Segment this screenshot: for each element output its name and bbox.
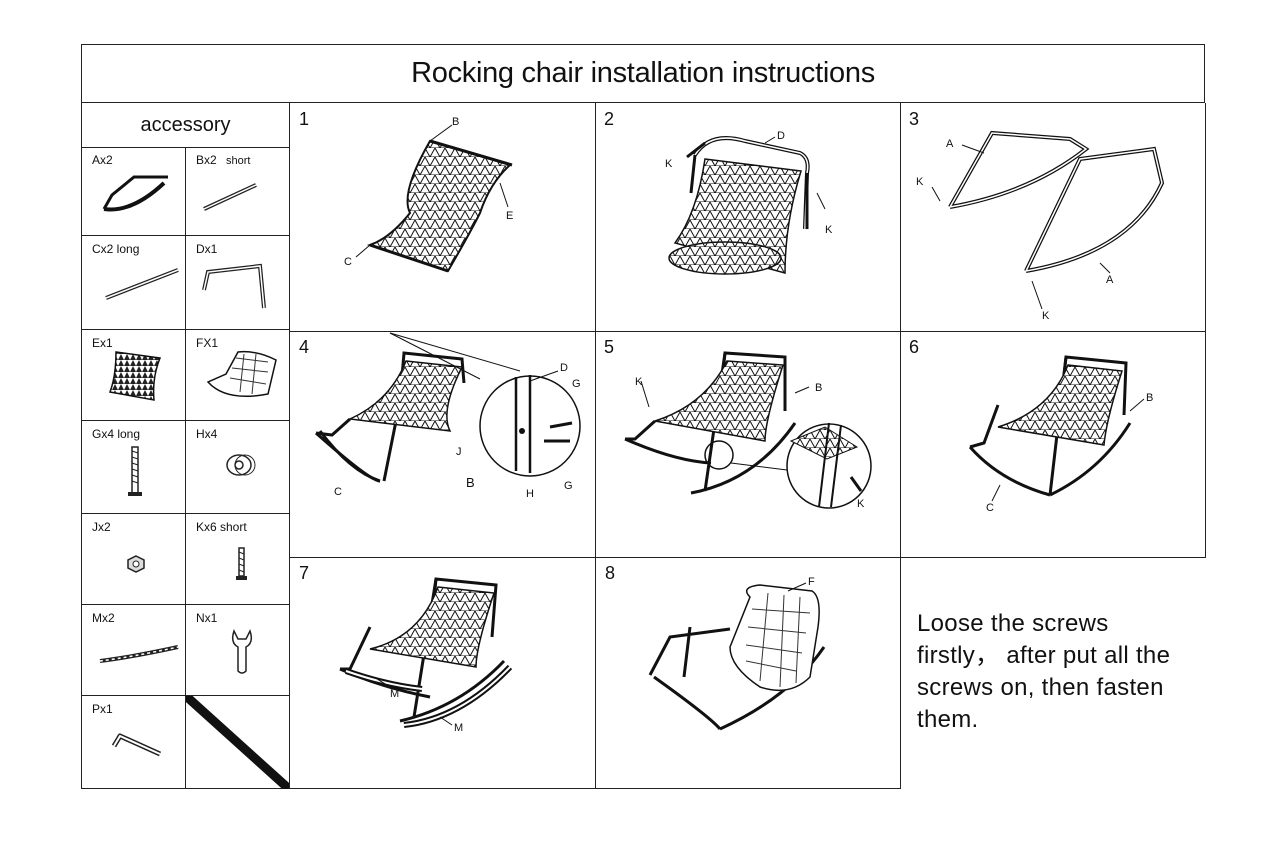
- step-4-number: 4: [299, 337, 310, 357]
- part-g-cell: Gx4 long: [82, 421, 186, 514]
- step-6-illustration: B C: [968, 355, 1153, 514]
- step-4-label-g-top: G: [572, 378, 581, 390]
- short-rod-icon: [203, 183, 257, 211]
- step-6-panel: 6 B C: [900, 331, 1206, 558]
- manual-title-box: Rocking chair installation instructions: [81, 44, 1205, 103]
- wrench-icon: [231, 629, 253, 674]
- part-j-label: Jx2: [92, 520, 111, 534]
- step-3-panel: 3 A K A K: [900, 103, 1206, 332]
- step-4-label-c: C: [334, 486, 342, 498]
- step-1-panel: 1 B E C: [290, 103, 596, 332]
- step-5-panel: 5 K B K: [595, 331, 901, 558]
- step-7-number: 7: [299, 563, 310, 583]
- long-bolt-icon: [128, 446, 142, 496]
- step-6-number: 6: [909, 337, 920, 357]
- step-4-label-b: B: [466, 475, 475, 490]
- step-3-label-a-top: A: [946, 138, 954, 150]
- accessory-heading: accessory: [82, 103, 289, 148]
- part-c-label: Cx2 long: [92, 242, 140, 256]
- step-2-number: 2: [604, 109, 615, 129]
- part-c-cell: Cx2 long: [82, 236, 186, 330]
- step-4-label-d: D: [560, 362, 568, 374]
- diagonal-strike-mark: [186, 696, 289, 789]
- step-2-illustration: D K K: [665, 130, 833, 275]
- manual-title: Rocking chair installation instructions: [411, 57, 875, 89]
- step-2-label-k-left: K: [665, 158, 673, 170]
- step-1-number: 1: [299, 109, 310, 129]
- short-screw-icon: [236, 547, 247, 580]
- step-2-label-d: D: [777, 130, 785, 142]
- step-4-label-h: H: [526, 488, 534, 500]
- part-e-label: Ex1: [92, 336, 113, 350]
- step-5-label-k-left: K: [635, 376, 643, 388]
- washer-icon: [226, 454, 256, 476]
- note-line-4: them.: [917, 706, 979, 733]
- part-b-label: Bx2: [196, 153, 217, 167]
- part-e-cell: Ex1: [82, 330, 186, 421]
- part-a-cell: Ax2: [82, 147, 186, 236]
- step-2-label-k-right: K: [825, 224, 833, 236]
- step-1-label-c: C: [344, 256, 352, 268]
- step-4-label-j: J: [456, 446, 462, 458]
- step-4-label-g-bottom: G: [564, 480, 573, 492]
- part-k-cell: Kx6 short: [186, 514, 289, 605]
- part-h-label: Hx4: [196, 427, 218, 441]
- part-b-cell: Bx2 short: [186, 147, 289, 236]
- part-f-label: FX1: [196, 336, 219, 350]
- accessory-panel: accessory Ax2 Bx2 short Cx2 long Dx1 Ex1: [81, 103, 290, 789]
- part-g-label: Gx4 long: [92, 427, 141, 441]
- note-line-1: Loose the screws: [917, 610, 1109, 637]
- top-bar-icon: [202, 263, 266, 309]
- step-7-label-m-right: M: [454, 722, 463, 734]
- part-k-label: Kx6 short: [196, 520, 247, 534]
- part-d-label: Dx1: [196, 242, 218, 256]
- part-m-label: Mx2: [92, 611, 115, 625]
- part-h-cell: Hx4: [186, 421, 289, 514]
- step-5-label-b: B: [815, 382, 822, 394]
- step-6-label-b: B: [1146, 392, 1153, 404]
- part-d-cell: Dx1: [186, 236, 289, 330]
- part-p-label: Px1: [92, 702, 113, 716]
- step-4-illustration: D G J B H G C: [315, 332, 581, 500]
- step-5-illustration: K B K: [624, 351, 872, 510]
- part-b-note: short: [226, 155, 251, 167]
- part-f-cell: FX1: [186, 330, 289, 421]
- part-m-cell: Mx2: [82, 605, 186, 696]
- step-1-label-e: E: [506, 210, 513, 222]
- long-rod-icon: [105, 268, 179, 300]
- part-p-cell: Px1: [82, 696, 186, 789]
- note-line-2: firstly， after put all the: [917, 642, 1171, 669]
- note-line-3: screws on, then fasten: [917, 674, 1164, 701]
- part-n-cell: Nx1: [186, 605, 289, 696]
- rocker-strip-icon: [99, 645, 179, 663]
- step-8-number: 8: [605, 563, 616, 583]
- part-a-label: Ax2: [92, 153, 113, 167]
- empty-part-cell: [186, 696, 289, 789]
- nut-icon: [127, 555, 145, 573]
- mesh-seat-icon: [108, 351, 162, 401]
- step-3-label-a-bottom: A: [1106, 274, 1114, 286]
- step-divider: [595, 557, 596, 789]
- step-4-panel: 4 D G J B H G C: [290, 331, 596, 558]
- step-3-label-k-left: K: [916, 176, 924, 188]
- step-3-label-k-bottom: K: [1042, 310, 1050, 322]
- step-1-illustration: B E C: [344, 116, 513, 273]
- part-n-label: Nx1: [196, 611, 218, 625]
- step-3-illustration: A K A K: [916, 130, 1165, 322]
- step-2-panel: 2 D K K: [595, 103, 901, 332]
- step-3-number: 3: [909, 109, 920, 129]
- step-7-8-illustration: M M F: [339, 576, 826, 734]
- hex-key-icon: [111, 733, 162, 757]
- assembly-note: Loose the screws firstly， after put all …: [917, 608, 1202, 736]
- rocker-frame-icon: [102, 175, 168, 212]
- step-6-label-c: C: [986, 502, 994, 514]
- step-5-label-k-right: K: [857, 498, 865, 510]
- step-7-8-panel: 7 8 M M F: [290, 557, 901, 789]
- step-1-label-b: B: [452, 116, 459, 128]
- step-8-label-f: F: [808, 576, 815, 588]
- cushion-icon: [206, 350, 277, 397]
- step-5-number: 5: [604, 337, 615, 357]
- step-7-label-m-left: M: [390, 688, 399, 700]
- part-j-cell: Jx2: [82, 514, 186, 605]
